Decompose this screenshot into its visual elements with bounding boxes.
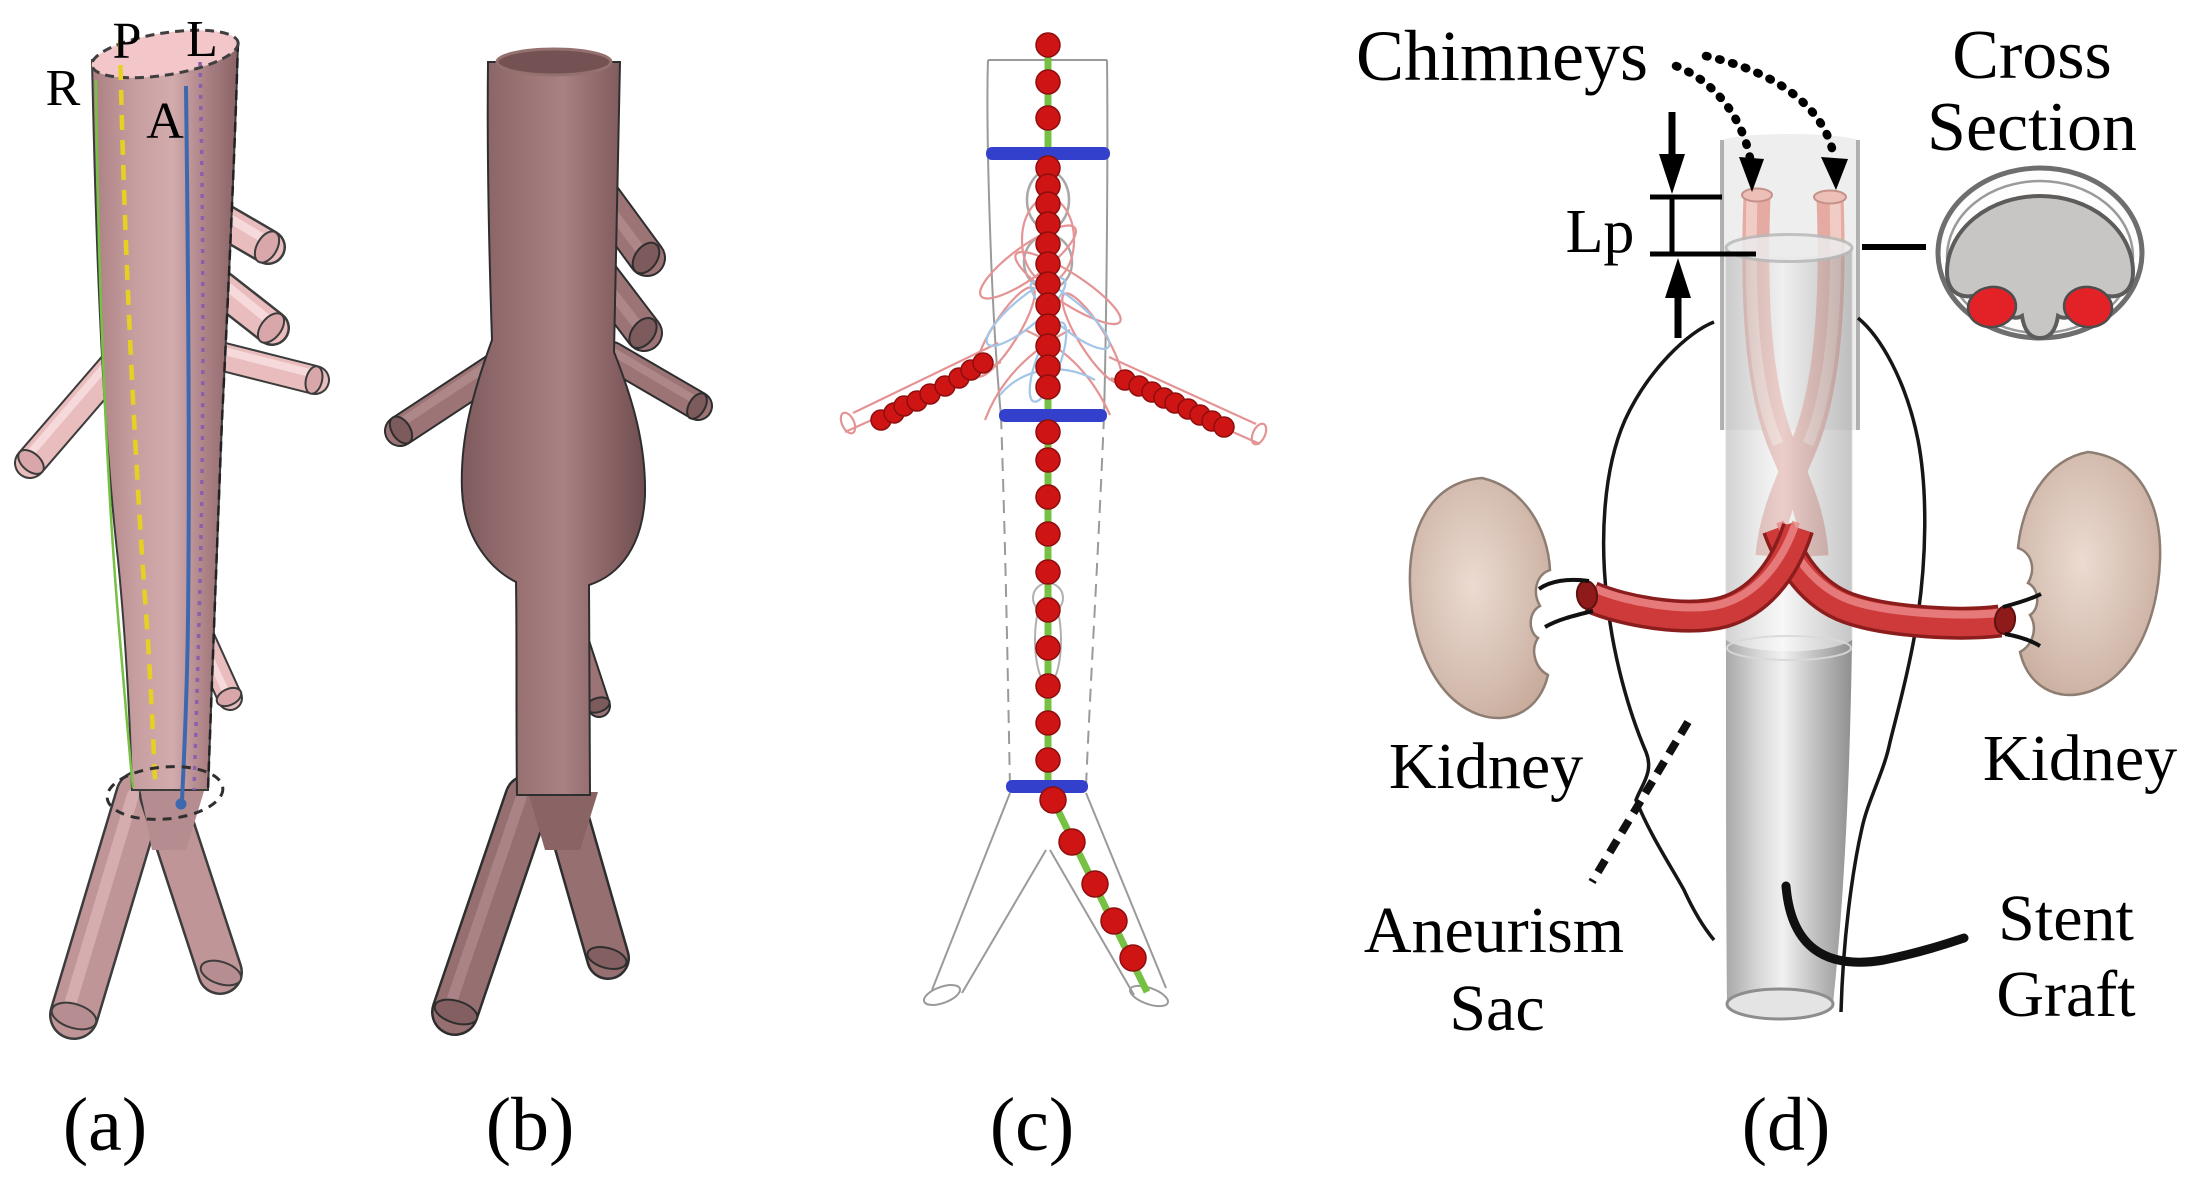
panel-b-aneurysm-model [384, 47, 713, 1036]
surface-line-green [94, 79, 135, 789]
cross-section-label-line2: Section [1927, 89, 2137, 166]
panel-caption-b: (b) [486, 1083, 575, 1167]
aneurysm-inlet-face [495, 47, 613, 77]
aneurism-sac-label-line2: Sac [1449, 972, 1544, 1045]
aneurysm-sac-pointer [1588, 719, 1692, 885]
arrowhead [1739, 157, 1764, 192]
panel-captions: (a) (b) (c) (d) [63, 1083, 1830, 1167]
orientation-label-r: R [46, 60, 81, 117]
kidney-right-label: Kidney [1983, 722, 2177, 795]
surface-line-purple [192, 61, 205, 791]
kidney-left-label: Kidney [1389, 730, 1583, 803]
panel-c-centerline-wireframe [839, 32, 1268, 1008]
iliac-arteries [431, 774, 630, 1036]
aneurysm-trunk [460, 61, 647, 796]
stent-graft-label-line2: Graft [1996, 958, 2135, 1031]
stent-graft [1724, 233, 1854, 1021]
kidney-left-shape [1408, 476, 1552, 720]
panel-caption-c: (c) [990, 1083, 1074, 1167]
panel-d-chimney-schematic: Chimneys Cross Section Lp Kidney Kidney … [1356, 16, 2177, 1045]
lp-label: Lp [1566, 198, 1635, 266]
orientation-label-l: L [186, 11, 218, 68]
lp-dimension [1650, 112, 1756, 338]
surface-line-blue [180, 85, 191, 801]
kidney-right-shape [2016, 450, 2162, 697]
section-plane-bars [986, 147, 1110, 793]
orientation-label-p: P [113, 13, 142, 70]
panel-a-aorta-model: R P L A [14, 11, 330, 1040]
stent-graft-pointer [1781, 881, 1969, 967]
aneurysm-sac-outline [1601, 316, 1927, 1013]
stent-graft-label-line1: Stent [1998, 882, 2134, 955]
panel-caption-d: (d) [1742, 1083, 1831, 1167]
panel-caption-a: (a) [63, 1083, 147, 1167]
arrowhead [1821, 157, 1848, 190]
cross-section-inset [1862, 165, 2145, 341]
iliac-arteries [49, 770, 243, 1040]
chimney-pointer-arrows [1671, 51, 1839, 163]
aneurism-sac-label-line1: Aneurism [1364, 894, 1624, 967]
renal-arteries [1575, 520, 2017, 640]
bifurcation-section-ellipse [105, 765, 225, 821]
centerline-landmark-dots [870, 32, 1235, 972]
native-renal-artery-lines [1537, 577, 2042, 648]
orientation-label-a: A [146, 93, 184, 150]
chimneys-label: Chimneys [1356, 16, 1648, 96]
chimney-lumens [1966, 285, 2114, 329]
cross-section-label-line1: Cross [1952, 17, 2111, 94]
surface-line-yellow [117, 39, 158, 783]
